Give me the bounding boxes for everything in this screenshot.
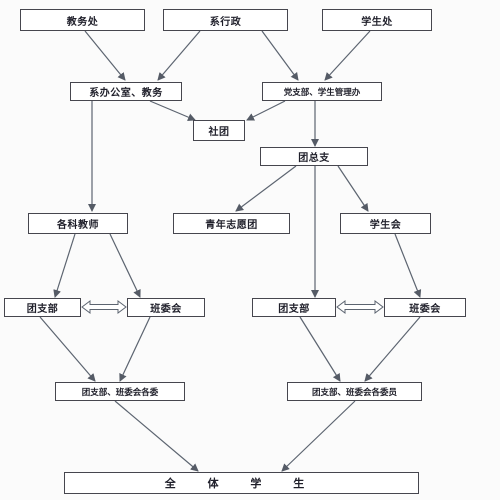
node-jiaowuchu: 教务处 <box>20 9 145 31</box>
arrow-tuanzongzhi-xueshenghui <box>337 165 369 212</box>
arrow-xixingzheng-dangzhibu <box>261 30 299 81</box>
arrow-banweihui-right-weiyuan <box>364 316 421 382</box>
node-xueshengchu: 学生处 <box>322 9 432 31</box>
node-banweihui-right: 班委会 <box>384 298 466 317</box>
arrow-gekejiaoshi-banweihui-left <box>109 233 141 298</box>
node-weiyuan-right: 团支部、班委会各委员 <box>287 382 422 401</box>
node-xueshenghui: 学生会 <box>340 213 431 234</box>
node-quanti: 全 体 学 生 <box>64 472 419 494</box>
arrow-gekejiaoshi-tuanzhibu-left <box>53 233 76 298</box>
arrow-weiyuan-right-quanti <box>281 400 356 472</box>
node-qingnian: 青年志愿团 <box>173 213 290 234</box>
node-xixingzheng: 系行政 <box>163 9 288 31</box>
node-tuanzhibu-right: 团支部 <box>252 298 336 317</box>
node-dangzhibu: 党支部、学生管理办 <box>262 82 382 101</box>
arrow-tuanzongzhi-qingnian <box>235 165 297 212</box>
arrow-xiban-shetuan <box>149 100 196 121</box>
arrow-jiaowuchu-xiban <box>84 30 126 81</box>
arrow-tuanzhibu-right-weiyuan <box>299 316 341 382</box>
arrow-tuanzhibu-left-weiyuan <box>39 316 96 382</box>
node-gekejiaoshi: 各科教师 <box>28 213 128 234</box>
node-tuanzongzhi: 团总支 <box>260 147 368 166</box>
node-xiban: 系办公室、教务 <box>70 82 182 101</box>
arrow-weiyuan-left-quanti <box>114 400 199 472</box>
arrow-dangzhibu-shetuan <box>246 100 286 121</box>
double-arrow-left <box>81 300 127 314</box>
arrow-xixingzheng-xiban <box>157 30 201 81</box>
arrow-banweihui-left-weiyuan <box>119 316 151 382</box>
node-banweihui-left: 班委会 <box>127 298 205 317</box>
node-weiyuan-left: 团支部、班委会各委 <box>55 382 185 401</box>
arrow-xueshengchu-dangzhibu <box>324 30 371 81</box>
double-arrow-right <box>336 300 384 314</box>
node-tuanzhibu-left: 团支部 <box>4 298 81 317</box>
node-shetuan: 社团 <box>193 120 245 141</box>
arrow-xueshenghui-banweihui-right <box>394 233 422 298</box>
